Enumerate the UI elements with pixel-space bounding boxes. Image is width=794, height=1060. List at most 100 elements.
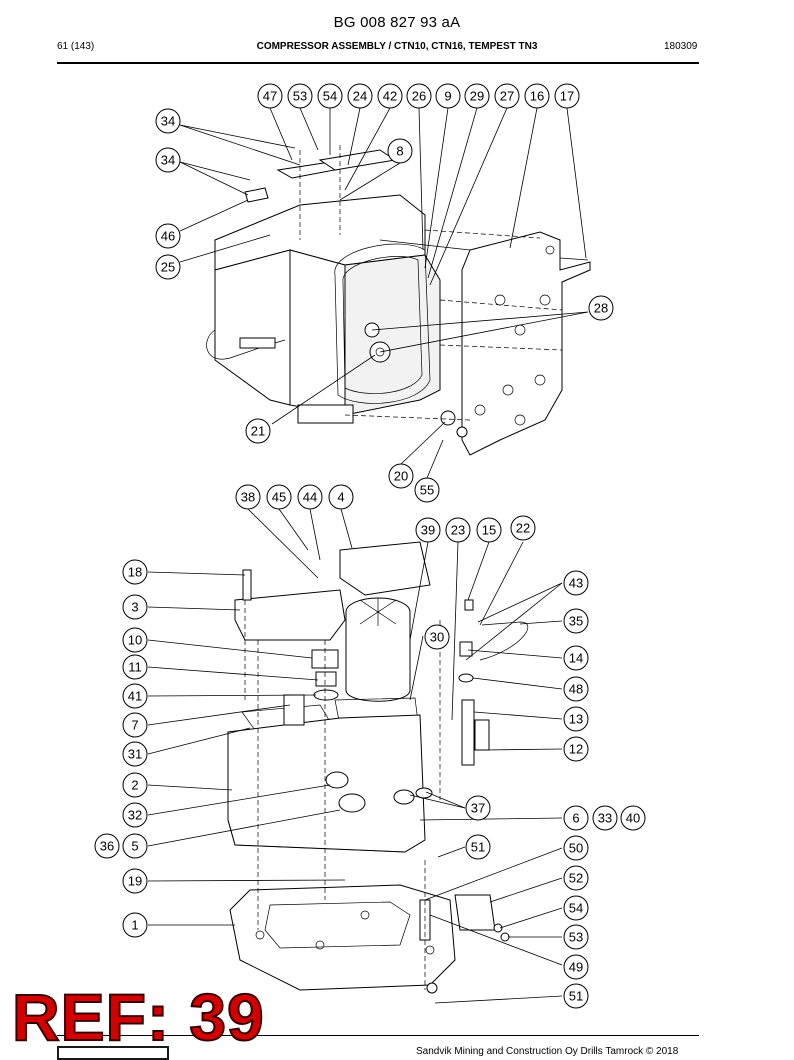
callout-5: 5 — [122, 833, 148, 859]
svg-text:38: 38 — [241, 490, 255, 505]
svg-text:3: 3 — [131, 600, 138, 615]
svg-text:41: 41 — [128, 689, 142, 704]
svg-text:53: 53 — [569, 930, 583, 945]
document-number: BG 008 827 93 aA — [333, 14, 461, 31]
svg-text:43: 43 — [569, 576, 583, 591]
svg-text:27: 27 — [500, 89, 514, 104]
svg-text:36: 36 — [100, 839, 114, 854]
callout-45: 45 — [266, 484, 292, 510]
callout-25: 25 — [155, 254, 181, 280]
callout-54: 54 — [317, 83, 343, 109]
callout-26: 26 — [406, 83, 432, 109]
callout-24: 24 — [347, 83, 373, 109]
svg-text:30: 30 — [430, 630, 444, 645]
svg-text:52: 52 — [569, 871, 583, 886]
callout-3: 3 — [122, 594, 148, 620]
svg-text:46: 46 — [161, 229, 175, 244]
leader-lines — [147, 107, 589, 1004]
svg-text:6: 6 — [572, 811, 579, 826]
callout-39: 39 — [415, 517, 441, 543]
svg-text:17: 17 — [560, 89, 574, 104]
svg-text:11: 11 — [128, 660, 142, 675]
callout-4: 4 — [328, 484, 354, 510]
svg-text:40: 40 — [626, 811, 640, 826]
svg-text:32: 32 — [128, 808, 142, 823]
svg-text:55: 55 — [420, 483, 434, 498]
svg-text:45: 45 — [272, 490, 286, 505]
callout-35: 35 — [563, 608, 589, 634]
svg-text:48: 48 — [569, 682, 583, 697]
callout-37: 37 — [465, 795, 491, 821]
svg-text:7: 7 — [131, 718, 138, 733]
callout-47: 47 — [257, 83, 283, 109]
callout-51-a: 51 — [465, 834, 491, 860]
callout-13: 13 — [563, 706, 589, 732]
callout-15: 15 — [476, 517, 502, 543]
svg-text:25: 25 — [161, 260, 175, 275]
svg-text:49: 49 — [569, 960, 583, 975]
callout-8: 8 — [387, 138, 413, 164]
svg-text:26: 26 — [412, 89, 426, 104]
callout-31: 31 — [122, 741, 148, 767]
svg-text:50: 50 — [569, 841, 583, 856]
callout-53-b: 53 — [563, 924, 589, 950]
svg-text:53: 53 — [293, 89, 307, 104]
svg-text:23: 23 — [451, 523, 465, 538]
svg-text:14: 14 — [569, 651, 583, 666]
callout-27: 27 — [494, 83, 520, 109]
svg-text:28: 28 — [594, 301, 608, 316]
callout-52: 52 — [563, 865, 589, 891]
callout-43: 43 — [563, 570, 589, 596]
callout-23: 23 — [445, 517, 471, 543]
callout-20: 20 — [388, 463, 414, 489]
svg-text:33: 33 — [598, 811, 612, 826]
callout-9: 9 — [435, 83, 461, 109]
callout-42: 42 — [377, 83, 403, 109]
callout-48: 48 — [563, 676, 589, 702]
svg-text:51: 51 — [471, 840, 485, 855]
reference-stamp: REF: 39 — [11, 980, 265, 1054]
callout-55: 55 — [414, 477, 440, 503]
callout-34-a: 34 — [155, 108, 181, 134]
section-title: COMPRESSOR ASSEMBLY / CTN10, CTN16, TEMP… — [256, 41, 538, 52]
svg-text:8: 8 — [396, 144, 403, 159]
svg-text:16: 16 — [530, 89, 544, 104]
svg-text:54: 54 — [323, 89, 337, 104]
callout-41: 41 — [122, 683, 148, 709]
svg-text:42: 42 — [383, 89, 397, 104]
callout-18: 18 — [122, 559, 148, 585]
svg-text:10: 10 — [128, 633, 142, 648]
page-number: 61 (143) — [57, 41, 95, 52]
callout-16: 16 — [524, 83, 550, 109]
svg-text:12: 12 — [569, 742, 583, 757]
callout-40: 40 — [620, 805, 646, 831]
svg-text:24: 24 — [353, 89, 367, 104]
footer-copyright: Sandvik Mining and Construction Oy Drill… — [416, 1046, 679, 1057]
callout-30: 30 — [424, 624, 450, 650]
callout-49: 49 — [563, 954, 589, 980]
svg-text:37: 37 — [471, 801, 485, 816]
svg-text:39: 39 — [421, 523, 435, 538]
callout-21: 21 — [245, 418, 271, 444]
svg-text:18: 18 — [128, 565, 142, 580]
callout-14: 14 — [563, 645, 589, 671]
callout-36: 36 — [94, 833, 120, 859]
callout-11: 11 — [122, 654, 148, 680]
date-code: 180309 — [664, 41, 698, 52]
callout-17: 17 — [554, 83, 580, 109]
callout-7: 7 — [122, 712, 148, 738]
callout-33: 33 — [592, 805, 618, 831]
header-rule — [57, 62, 699, 64]
svg-text:35: 35 — [569, 614, 583, 629]
callout-10: 10 — [122, 627, 148, 653]
svg-text:34: 34 — [161, 153, 175, 168]
svg-text:29: 29 — [470, 89, 484, 104]
callout-51-b: 51 — [563, 983, 589, 1009]
svg-text:31: 31 — [128, 747, 142, 762]
svg-text:15: 15 — [482, 523, 496, 538]
callout-2: 2 — [122, 772, 148, 798]
callout-32: 32 — [122, 802, 148, 828]
svg-text:5: 5 — [131, 839, 138, 854]
svg-text:4: 4 — [337, 490, 344, 505]
